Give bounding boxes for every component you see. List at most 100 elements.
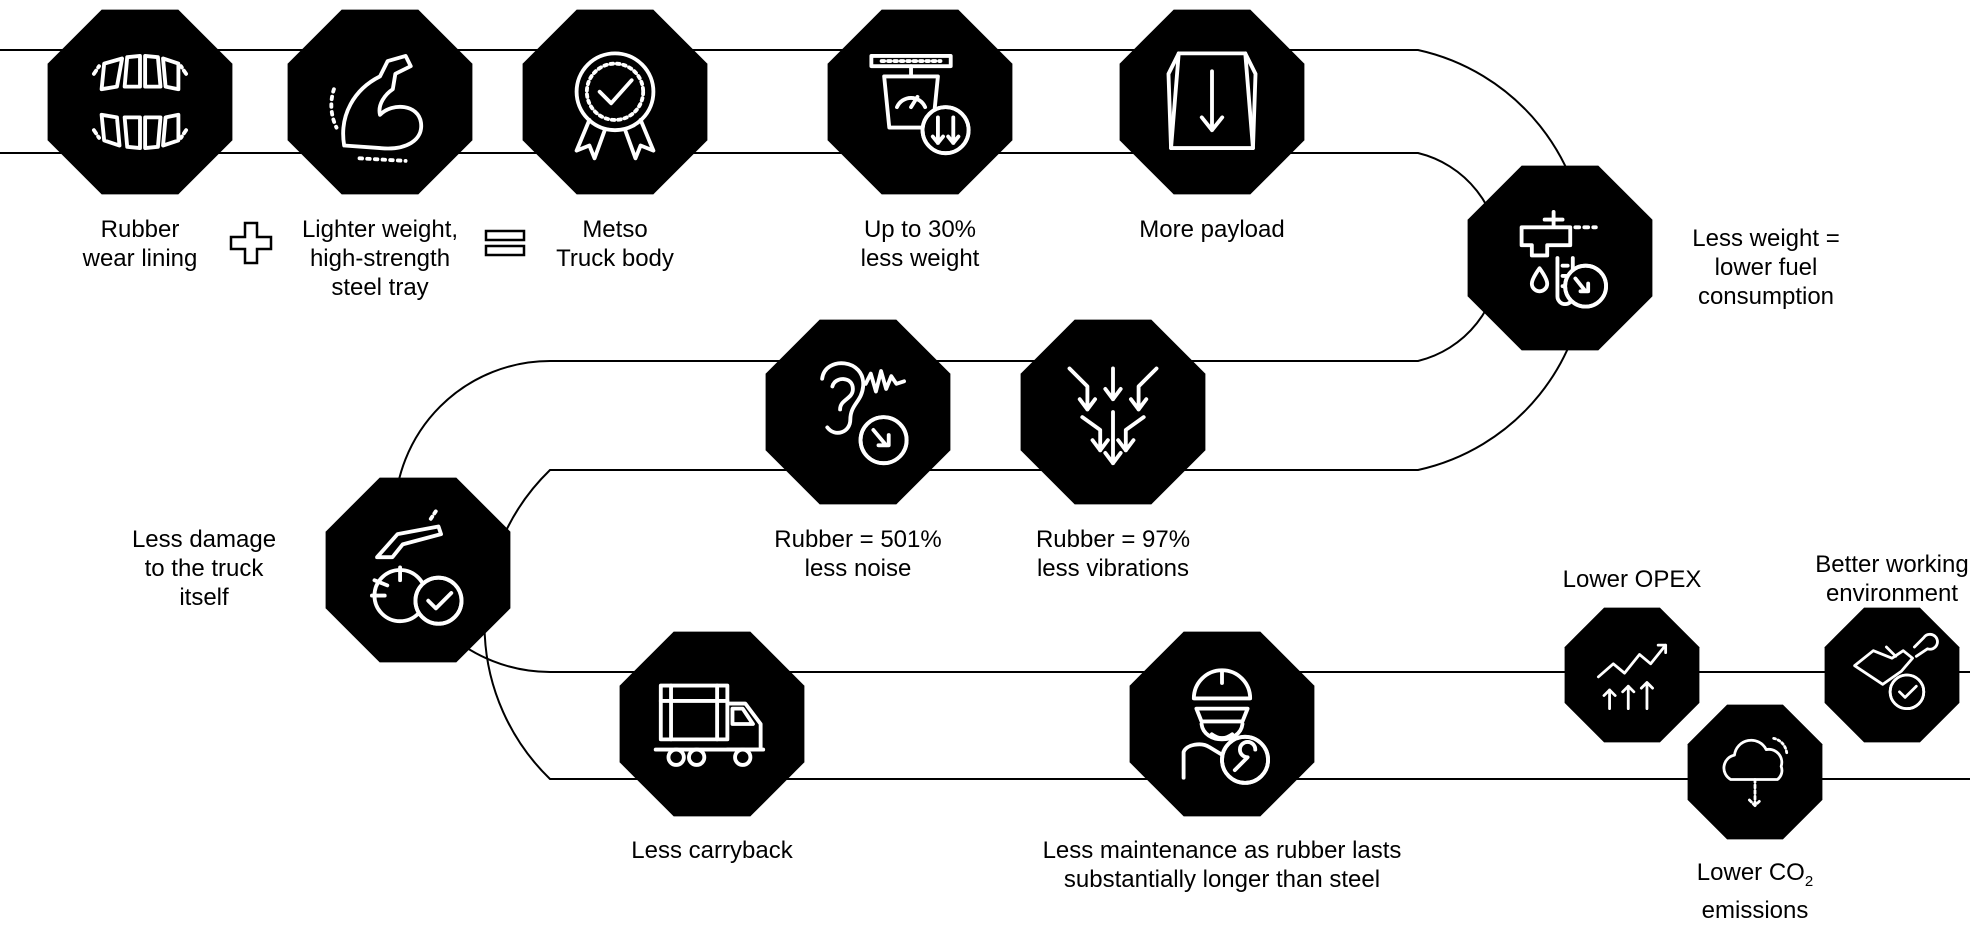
step-label-text: Rubber = 97% (1035, 526, 1191, 553)
step-label-line: Up to 30% (690, 215, 1150, 244)
flexed-arm-icon (329, 53, 423, 163)
step-label-line: less noise (628, 554, 1088, 583)
vibration-arrows-icon (1067, 366, 1159, 466)
step-node (827, 9, 1013, 195)
step-label-line: wear lining (0, 244, 370, 273)
step-label-text: itself (179, 584, 229, 611)
step-label-line: high-strength (150, 244, 610, 273)
step-label-line: Less weight = (1536, 224, 1970, 253)
step-label-line: Less maintenance as rubber lasts (992, 836, 1452, 865)
step-octagon (325, 477, 511, 663)
handshake-check-icon (1853, 632, 1939, 711)
step-label-text: steel tray (331, 274, 429, 301)
step-label-text: Lighter weight, (301, 216, 459, 243)
step-node (1687, 704, 1823, 840)
step-label: Lower OPEX (1402, 565, 1862, 594)
step-label-text: Less maintenance as rubber lasts (1042, 837, 1402, 864)
fuel-tap-down-icon (1519, 209, 1608, 309)
step-label-text: emissions (1701, 896, 1809, 924)
step-octagon (765, 319, 951, 505)
step-label-line: lower fuel (1536, 253, 1970, 282)
step-node (1129, 631, 1315, 817)
step-label-line: Better working (1662, 550, 1970, 579)
maintenance-worker-icon (1181, 668, 1270, 785)
step-label-line: Lighter weight, (150, 215, 610, 244)
step-label-text: lower fuel (1714, 254, 1818, 281)
truck-damage-check-icon (369, 509, 464, 626)
step-label: Up to 30%less weight (690, 215, 1150, 273)
step-label-line: substantially longer than steel (992, 865, 1452, 894)
step-octagon (522, 9, 708, 195)
step-node (1467, 165, 1653, 351)
truck-carryback-icon (653, 683, 766, 767)
step-label-text: less noise (804, 555, 912, 582)
step-label-text: Better working (1815, 551, 1969, 578)
step-node (325, 477, 511, 663)
plus-icon (229, 221, 273, 265)
step-label-line: emissions (1525, 896, 1970, 925)
step-label-line: Less carryback (482, 836, 942, 865)
step-label-text: Metso (582, 216, 648, 243)
step-label-line: environment (1662, 579, 1970, 608)
step-label-line: Less damage (0, 525, 434, 554)
step-octagon (619, 631, 805, 817)
step-label: Rubber = 97%less vibrations (883, 525, 1343, 583)
step-label-text: substantially longer than steel (1063, 866, 1381, 893)
step-node (1119, 9, 1305, 195)
step-node (619, 631, 805, 817)
opex-chart-icon (1596, 643, 1668, 711)
step-label-line: less weight (690, 244, 1150, 273)
step-label-line: consumption (1536, 282, 1970, 311)
step-label-line: Rubber = 501% (628, 525, 1088, 554)
step-label-text: less weight (860, 245, 980, 272)
step-label-line: Lower OPEX (1402, 565, 1862, 594)
step-label-text: Lower CO (1696, 859, 1805, 886)
step-label-line: to the truck (0, 554, 434, 583)
step-label-line: Metso (385, 215, 845, 244)
step-node (1020, 319, 1206, 505)
step-label-text: Up to 30% (863, 216, 977, 243)
step-label-text: Less weight = (1692, 225, 1840, 252)
step-label-text: environment (1825, 580, 1959, 607)
step-label-subscript: 2 (1804, 872, 1814, 890)
step-octagon (1129, 631, 1315, 817)
scale-weight-down-icon (869, 53, 971, 156)
step-label-text: wear lining (82, 245, 198, 272)
step-label-text: Less damage (131, 526, 277, 553)
step-octagon (1687, 704, 1823, 840)
step-label-text: Rubber = 501% (774, 526, 942, 553)
step-octagon (1824, 607, 1960, 743)
step-label-text: More payload (1139, 216, 1285, 243)
cloud-down-icon (1722, 736, 1789, 808)
step-node (522, 9, 708, 195)
step-node (1564, 607, 1700, 743)
step-node (47, 9, 233, 195)
step-node (287, 9, 473, 195)
step-octagon (1564, 607, 1700, 743)
step-octagon (1467, 165, 1653, 351)
step-octagon (47, 9, 233, 195)
step-label-line: Lower CO2 (1525, 858, 1970, 896)
step-label-text: high-strength (309, 245, 451, 272)
step-label-line: Truck body (385, 244, 845, 273)
step-label-text: Truck body (556, 245, 674, 272)
step-label: More payload (982, 215, 1442, 244)
step-label-text: consumption (1697, 283, 1835, 310)
step-label-line: Rubber = 97% (883, 525, 1343, 554)
step-label-line: Rubber (0, 215, 370, 244)
step-node (765, 319, 951, 505)
step-label-text: to the truck (144, 555, 264, 582)
step-label-text: less vibrations (1036, 555, 1190, 582)
step-label: Less carryback (482, 836, 942, 865)
step-node (1824, 607, 1960, 743)
step-label: Rubber = 501%less noise (628, 525, 1088, 583)
step-label-text: Lower OPEX (1562, 566, 1702, 593)
quality-seal-icon (574, 51, 656, 161)
